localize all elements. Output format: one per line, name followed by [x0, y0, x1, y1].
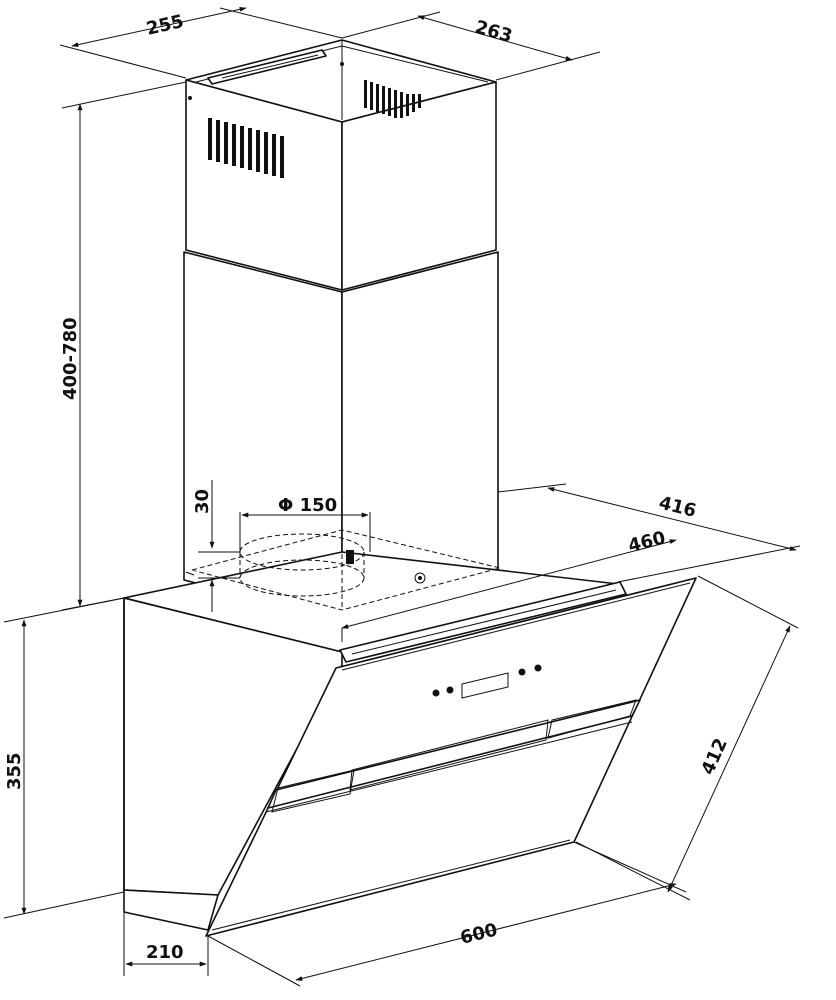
dim-panel-height: 412	[697, 735, 731, 778]
dim-chimney-width: 255	[144, 11, 185, 40]
dim-chimney-depth: 263	[473, 17, 515, 48]
button-2	[446, 686, 454, 694]
dim-duct-diameter: Φ 150	[278, 495, 337, 516]
chimney-vent-left	[208, 118, 284, 178]
dim-mount-depth: 416	[657, 492, 699, 521]
button-4	[534, 664, 542, 672]
dim-base-depth: 210	[146, 942, 184, 963]
hood-bottom-left	[123, 889, 219, 931]
chimney	[183, 39, 499, 621]
dim-mount-width: 460	[626, 527, 668, 556]
dim-collar-height: 30	[192, 489, 213, 514]
chimney-upper-right-face	[341, 81, 497, 291]
dim-hood-height: 355	[4, 752, 25, 790]
control-panel	[432, 664, 542, 699]
dim-chimney-height: 400-780	[60, 317, 81, 400]
display-window	[461, 672, 509, 699]
button-1	[432, 689, 440, 697]
dim-hood-width: 600	[458, 919, 500, 948]
button-3	[518, 668, 526, 676]
dimensions: 255 263 400-780 Φ 150 30 416 460	[3, 6, 801, 987]
chimney-vent-right	[364, 80, 421, 118]
